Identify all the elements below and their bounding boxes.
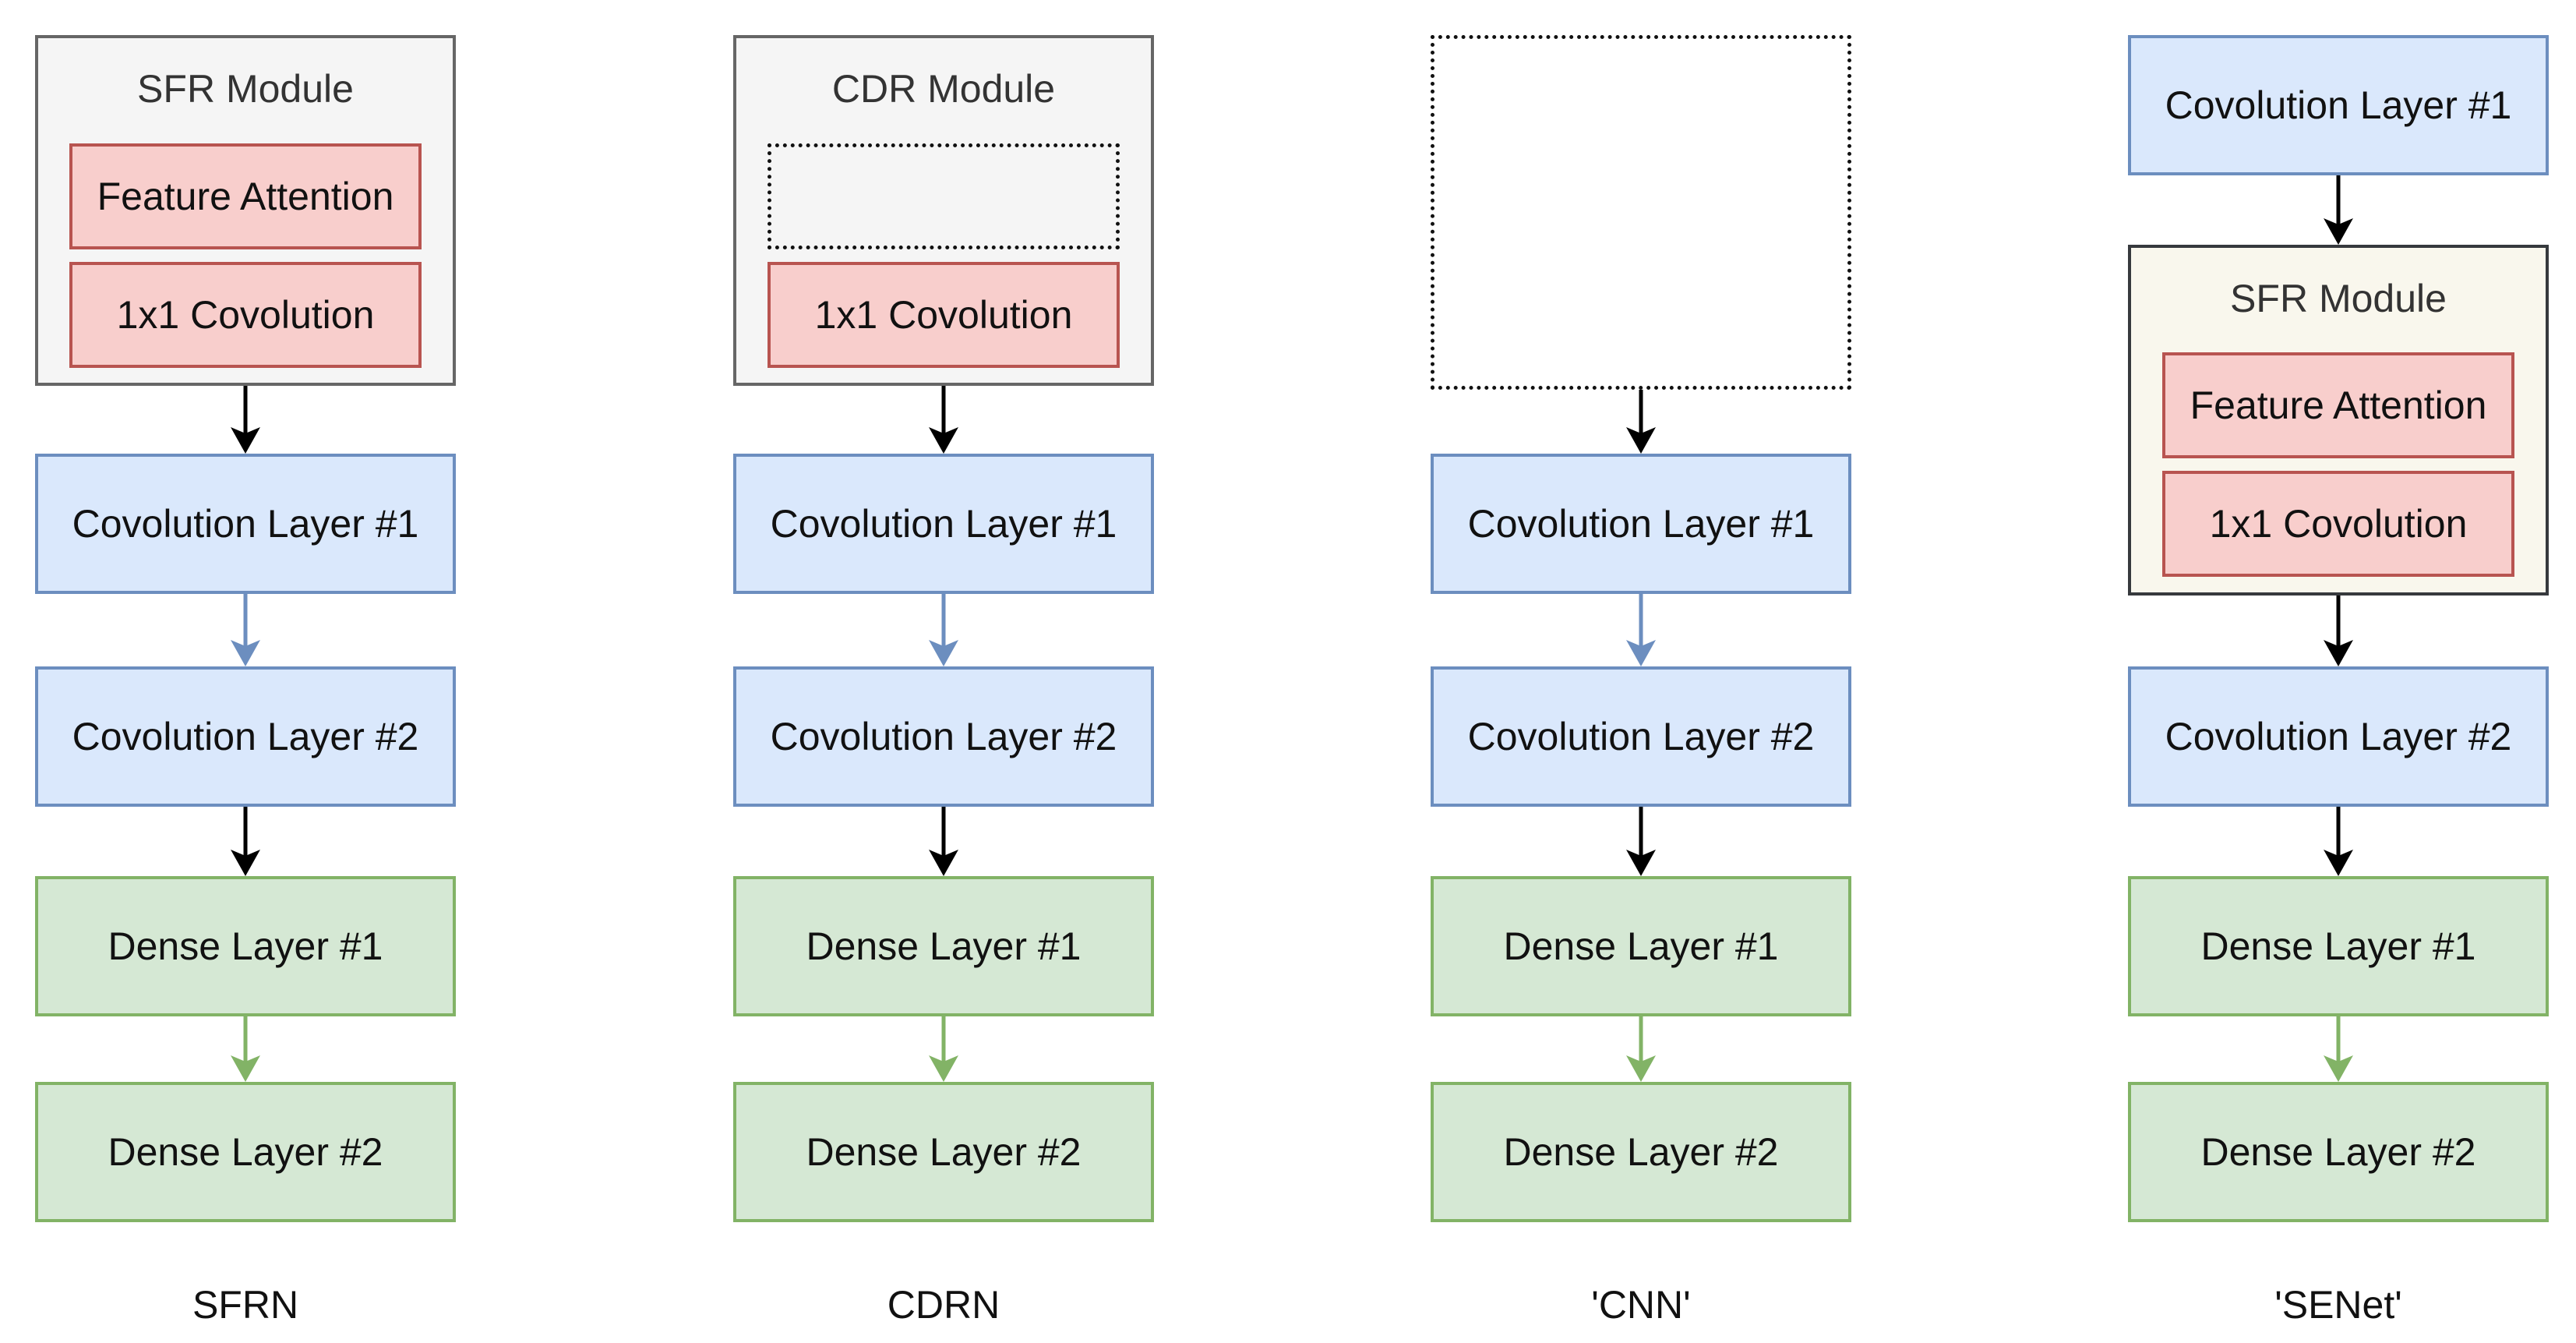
arrow — [231, 594, 260, 666]
dense-layer-2: Dense Layer #2 — [1431, 1082, 1851, 1222]
feature-attention-box: Feature Attention — [69, 143, 422, 249]
module-title: SFR Module — [2230, 277, 2447, 320]
dense-layer-1: Dense Layer #1 — [35, 876, 456, 1016]
dense-layer-1: Dense Layer #1 — [733, 876, 1154, 1016]
conv-layer-2: Covolution Layer #2 — [1431, 666, 1851, 807]
arrow — [2324, 175, 2353, 245]
column-caption: SFRN — [192, 1283, 299, 1327]
module-title: SFR Module — [137, 67, 354, 111]
arrow — [929, 807, 958, 876]
column-caption: 'SENet' — [2274, 1283, 2402, 1327]
column-caption: 'CNN' — [1591, 1283, 1691, 1327]
arrow — [929, 594, 958, 666]
conv-layer-1: Covolution Layer #1 — [1431, 454, 1851, 594]
dense-layer-2: Dense Layer #2 — [733, 1082, 1154, 1222]
arrow — [2324, 1016, 2353, 1082]
conv-layer-1: Covolution Layer #1 — [35, 454, 456, 594]
conv-layer-1: Covolution Layer #1 — [733, 454, 1154, 594]
arrow — [1626, 807, 1656, 876]
arrow — [1626, 390, 1656, 454]
dense-layer-1: Dense Layer #1 — [2128, 876, 2549, 1016]
conv-layer-2: Covolution Layer #2 — [2128, 666, 2549, 807]
empty-module-placeholder — [1431, 35, 1851, 390]
dense-layer-2: Dense Layer #2 — [35, 1082, 456, 1222]
arrow — [231, 386, 260, 454]
arrow — [2324, 807, 2353, 876]
conv1x1-box: 1x1 Covolution — [69, 262, 422, 368]
conv-layer-2: Covolution Layer #2 — [733, 666, 1154, 807]
conv1x1-box: 1x1 Covolution — [2162, 471, 2514, 577]
conv-layer-2: Covolution Layer #2 — [35, 666, 456, 807]
arrow — [231, 1016, 260, 1082]
conv1x1-box: 1x1 Covolution — [768, 262, 1120, 368]
module-title: CDR Module — [831, 67, 1056, 111]
arrow — [929, 1016, 958, 1082]
column-caption: CDRN — [887, 1283, 1000, 1327]
conv-layer-1: Covolution Layer #1 — [2128, 35, 2549, 175]
dense-layer-2: Dense Layer #2 — [2128, 1082, 2549, 1222]
dense-layer-1: Dense Layer #1 — [1431, 876, 1851, 1016]
arrow — [929, 386, 958, 454]
arrow — [1626, 594, 1656, 666]
arrow — [1626, 1016, 1656, 1082]
empty-placeholder-box — [768, 143, 1120, 249]
arrow — [231, 807, 260, 876]
arrow — [2324, 596, 2353, 666]
feature-attention-box: Feature Attention — [2162, 352, 2514, 458]
